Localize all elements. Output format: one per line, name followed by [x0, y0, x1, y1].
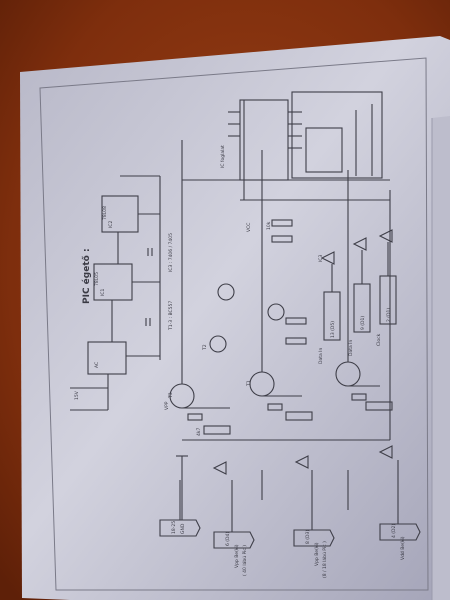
- connector-vdd-name: Vdd Be(ki): [400, 536, 406, 560]
- schematic-labels: 78L05 78L08 IC1 IC2 T1-3 : BC557 IC3 : 7…: [74, 145, 406, 578]
- label-ics: IC3 : 7406 / 7405: [168, 233, 174, 272]
- label-socket: IC foglalat: [220, 145, 226, 168]
- label-ic1-name: IC1: [100, 289, 106, 296]
- connector-vpp18-name: Vpp Be(ki): [314, 542, 320, 566]
- connector-gnd-pin: 18-25: [171, 521, 177, 534]
- schematic-drawing: [70, 91, 421, 549]
- connector-vdd-pin: 4 (D2): [391, 524, 397, 538]
- label-ic3-name: IC3: [318, 255, 324, 262]
- data-pin-2: 9 (D1): [360, 316, 366, 330]
- label-ic2: 78L08: [102, 206, 108, 220]
- paper-edge: [432, 116, 450, 600]
- connector-vpp40-note: ( 40 lábú Pic ): [241, 545, 248, 576]
- label-t3: T3: [168, 392, 174, 399]
- schematic-frame: [39, 57, 429, 591]
- connector-vpp18-note: (8 / 18 lábú Pic ): [321, 541, 328, 578]
- label-r1: 4k7: [196, 428, 202, 436]
- label-ac: AC: [94, 362, 100, 368]
- label-t2: T2: [202, 344, 208, 351]
- label-t1: T1: [246, 380, 252, 387]
- label-input-voltage: 15V: [74, 390, 80, 400]
- schematic-title: PIC égető :: [82, 248, 92, 304]
- connector-gnd-name: GND: [180, 523, 186, 534]
- data-pin-1-name: Data In: [318, 347, 324, 364]
- label-vpp: VPP: [164, 401, 170, 410]
- connector-vpp40-pin: 6 (D4): [225, 532, 231, 546]
- paper-sheet: [20, 36, 450, 600]
- connector-vpp18-pin: 8 (D3): [305, 530, 311, 544]
- data-pin-3-name: Clock: [376, 333, 382, 346]
- label-transistors: T1-3 : BC557: [168, 301, 174, 331]
- label-vcc: VCC: [246, 223, 252, 232]
- data-pin-2-name: Data In: [348, 339, 354, 356]
- label-ic1: 78L05: [94, 272, 100, 286]
- data-pin-3: 2 (D1): [386, 308, 392, 322]
- connector-vpp40-name: Vpp Be(ki): [234, 544, 240, 568]
- data-pin-1: 13 (D5): [330, 321, 336, 338]
- label-r2: 10k: [266, 221, 272, 230]
- label-ic2-name: IC2: [108, 221, 114, 228]
